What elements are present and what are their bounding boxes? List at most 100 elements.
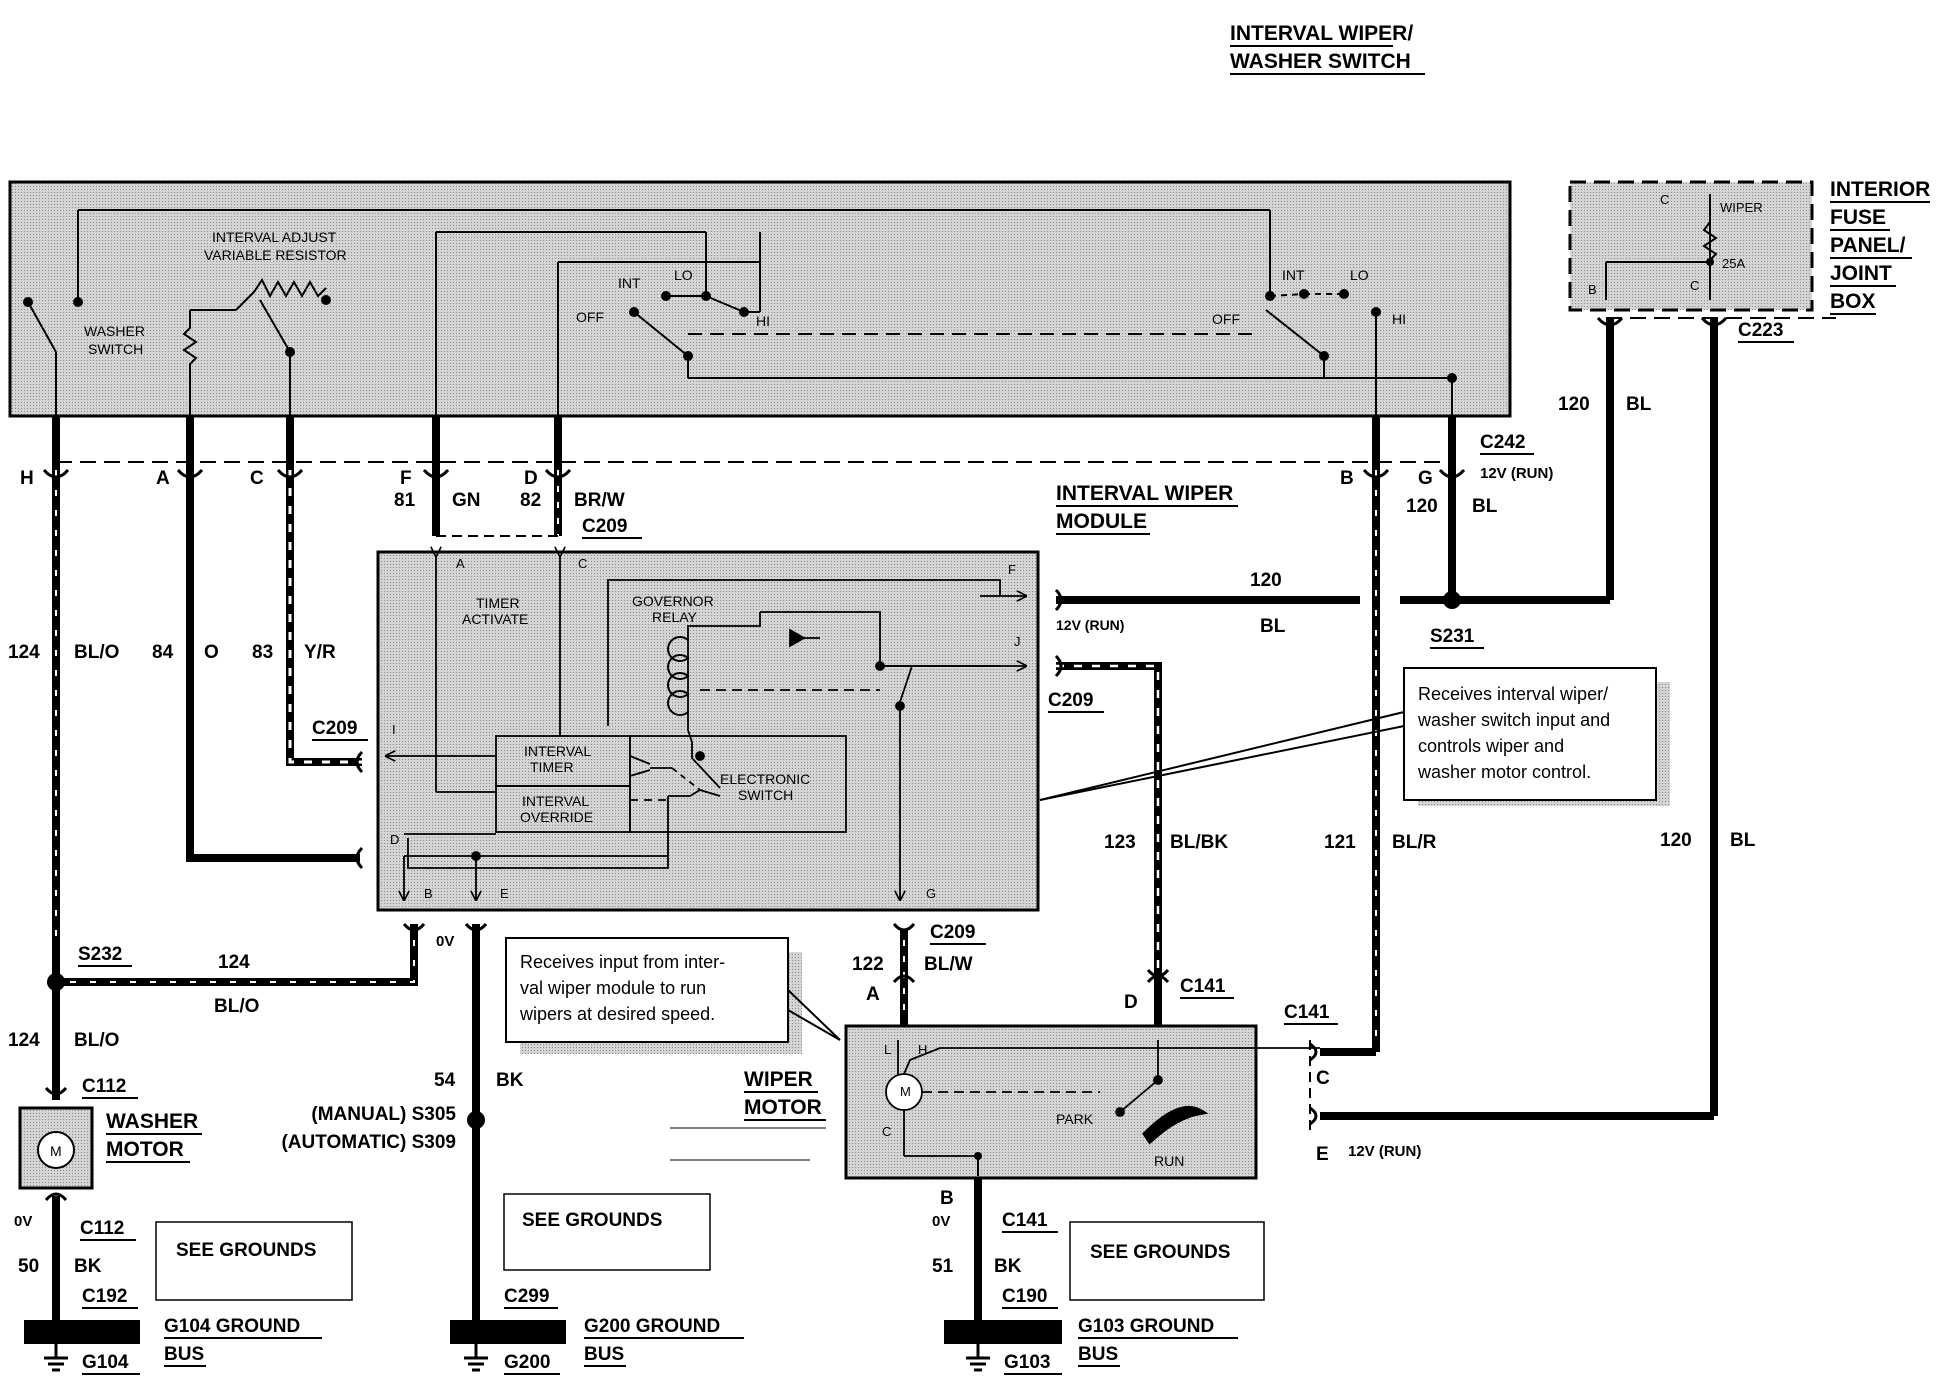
svg-text:C: C	[1690, 278, 1699, 293]
wiper-motor: WIPER MOTOR M L H C PARK RUN A D	[670, 976, 1421, 1309]
svg-text:O: O	[204, 642, 219, 663]
svg-text:SWITCH: SWITCH	[738, 787, 793, 803]
interior-fuse-panel: C WIPER 25A C B INTERIOR FUSE PANEL/ JOI…	[1568, 178, 1930, 315]
svg-text:123: 123	[1104, 832, 1136, 853]
svg-text:washer switch input and: washer switch input and	[1417, 710, 1610, 730]
svg-text:INT: INT	[618, 275, 641, 291]
svg-text:INTERVAL WIPER: INTERVAL WIPER	[1056, 482, 1233, 505]
svg-text:12V (RUN): 12V (RUN)	[1348, 1143, 1421, 1160]
svg-text:INT: INT	[1282, 267, 1305, 283]
svg-text:PARK: PARK	[1056, 1111, 1094, 1127]
svg-text:G: G	[1418, 468, 1433, 489]
svg-text:BK: BK	[496, 1070, 524, 1091]
svg-text:L: L	[884, 1042, 891, 1057]
svg-text:BUS: BUS	[584, 1344, 624, 1365]
switch-title: INTERVAL WIPER/ WASHER SWITCH	[1230, 22, 1425, 75]
svg-text:C112: C112	[80, 1218, 124, 1239]
svg-text:INTERVAL: INTERVAL	[524, 743, 591, 759]
svg-text:val wiper module to run: val wiper module to run	[520, 978, 706, 998]
interval-wiper-washer-switch: WASHER SWITCH INTERVAL ADJUST VARIABLE R…	[8, 180, 1512, 420]
svg-text:C209: C209	[582, 516, 627, 537]
svg-text:SEE GROUNDS: SEE GROUNDS	[1090, 1242, 1230, 1263]
svg-text:D: D	[1124, 992, 1138, 1013]
svg-text:controls wiper and: controls wiper and	[1418, 736, 1564, 756]
svg-text:OVERRIDE: OVERRIDE	[520, 809, 593, 825]
svg-text:Receives input from inter-: Receives input from inter-	[520, 952, 725, 972]
svg-text:Y/R: Y/R	[304, 642, 336, 663]
c209-labels: C209 C209 C209 C209 12V (RUN) 0V	[312, 516, 1124, 950]
ground-g200: SEE GROUNDS G200 GROUND BUS G200	[450, 1193, 744, 1375]
svg-text:C299: C299	[504, 1286, 549, 1307]
svg-text:BL/O: BL/O	[214, 996, 259, 1017]
svg-text:B: B	[940, 1188, 954, 1209]
svg-text:12V (RUN): 12V (RUN)	[1056, 617, 1124, 633]
svg-text:83: 83	[252, 642, 273, 663]
svg-text:HI: HI	[1392, 311, 1406, 327]
interval-wiper-module: INTERVAL WIPER MODULE	[376, 482, 1238, 912]
svg-text:MOTOR: MOTOR	[744, 1096, 822, 1119]
svg-text:BL/R: BL/R	[1392, 832, 1437, 853]
svg-text:S232: S232	[78, 944, 122, 965]
svg-text:82: 82	[520, 490, 541, 511]
svg-text:BL: BL	[1260, 616, 1286, 637]
svg-text:124: 124	[8, 1030, 40, 1051]
svg-text:MODULE: MODULE	[1056, 510, 1147, 533]
svg-text:BL/BK: BL/BK	[1170, 832, 1228, 853]
svg-text:B: B	[424, 886, 433, 901]
svg-text:D: D	[390, 832, 399, 847]
svg-text:WASHER: WASHER	[106, 1110, 198, 1133]
svg-text:OFF: OFF	[576, 309, 604, 325]
svg-text:(MANUAL) S305: (MANUAL) S305	[311, 1104, 456, 1125]
svg-text:SWITCH: SWITCH	[88, 341, 143, 357]
svg-text:B: B	[1588, 282, 1597, 297]
svg-text:A: A	[456, 556, 465, 571]
svg-text:120: 120	[1406, 496, 1438, 517]
svg-text:BL: BL	[1626, 394, 1652, 415]
svg-text:BL/O: BL/O	[74, 642, 119, 663]
svg-text:51: 51	[932, 1256, 954, 1277]
svg-text:G: G	[926, 886, 936, 901]
svg-text:C223: C223	[1738, 320, 1783, 341]
svg-text:VARIABLE RESISTOR: VARIABLE RESISTOR	[204, 247, 347, 263]
svg-text:BUS: BUS	[164, 1344, 204, 1365]
svg-text:BL/W: BL/W	[924, 954, 973, 975]
svg-text:G103: G103	[1004, 1352, 1050, 1373]
svg-text:PANEL/: PANEL/	[1830, 234, 1906, 257]
svg-text:INTERVAL: INTERVAL	[522, 793, 589, 809]
svg-text:INTERVAL WIPER/: INTERVAL WIPER/	[1230, 22, 1413, 45]
svg-text:WASHER: WASHER	[84, 323, 145, 339]
svg-text:H: H	[20, 468, 34, 489]
svg-text:C190: C190	[1002, 1286, 1047, 1307]
svg-text:122: 122	[852, 954, 884, 975]
svg-text:I: I	[392, 722, 396, 737]
svg-text:BL/O: BL/O	[74, 1030, 119, 1051]
ground-g103: SEE GROUNDS G103 GROUND BUS G103	[944, 1221, 1265, 1375]
svg-text:0V: 0V	[932, 1213, 950, 1230]
svg-text:LO: LO	[1350, 267, 1369, 283]
svg-text:LO: LO	[674, 267, 693, 283]
svg-text:G200: G200	[504, 1352, 550, 1373]
svg-text:ACTIVATE: ACTIVATE	[462, 611, 528, 627]
connector-row-c242: H A C F D B G C242 12V (RUN) C223	[20, 317, 1836, 489]
svg-text:BK: BK	[994, 1256, 1022, 1277]
svg-text:G104 GROUND: G104 GROUND	[164, 1316, 300, 1337]
svg-text:SEE GROUNDS: SEE GROUNDS	[522, 1210, 662, 1231]
splices: S231 S232 (MANUAL) S305 (AUTOMATIC) S309	[47, 591, 1484, 1153]
svg-text:120: 120	[1250, 570, 1282, 591]
svg-text:121: 121	[1324, 832, 1356, 853]
svg-text:A: A	[866, 984, 880, 1005]
motor-callout: Receives input from inter- val wiper mod…	[505, 937, 841, 1054]
svg-text:C141: C141	[1180, 976, 1226, 997]
svg-text:C242: C242	[1480, 432, 1525, 453]
svg-text:0V: 0V	[436, 933, 454, 950]
svg-text:FUSE: FUSE	[1830, 206, 1886, 229]
svg-text:BR/W: BR/W	[574, 490, 625, 511]
svg-text:C141: C141	[1002, 1210, 1048, 1231]
svg-text:C209: C209	[1048, 690, 1093, 711]
svg-text:G104: G104	[82, 1352, 129, 1373]
svg-text:GN: GN	[452, 490, 481, 511]
svg-text:81: 81	[394, 490, 416, 511]
svg-text:M: M	[900, 1084, 911, 1099]
svg-text:0V: 0V	[14, 1213, 32, 1230]
